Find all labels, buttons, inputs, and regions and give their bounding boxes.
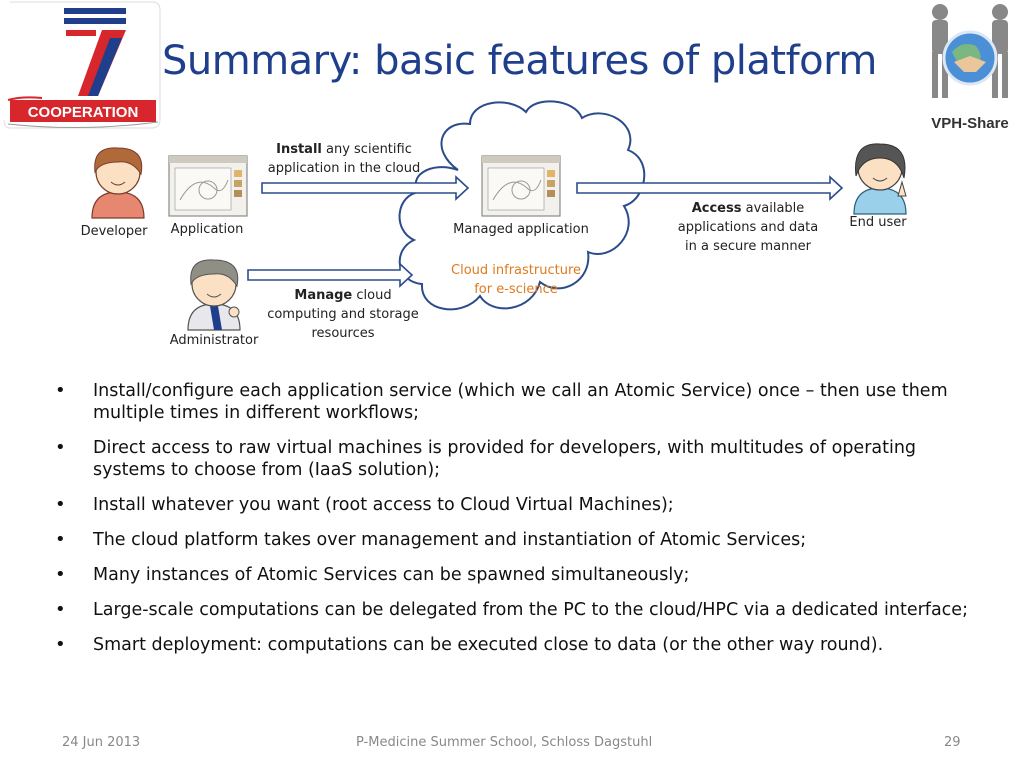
footer-event: P-Medicine Summer School, Schloss Dagstu…: [356, 735, 653, 750]
fp7-cooperation-logo: COOPERATION: [3, 1, 161, 129]
bullet-item: Many instances of Atomic Services can be…: [55, 564, 975, 586]
cloud-infrastructure-label: Cloud infrastructure for e-science: [436, 261, 596, 299]
vph-logo-text: VPH-Share: [931, 115, 1009, 132]
end-user-label: End user: [849, 215, 907, 230]
bullet-item: Direct access to raw virtual machines is…: [55, 437, 975, 481]
page-title: Summary: basic features of platform: [162, 38, 877, 84]
footer-date: 24 Jun 2013: [62, 735, 141, 750]
fp7-logo-text: COOPERATION: [28, 104, 139, 121]
managed-application-label: Managed application: [453, 222, 589, 237]
access-caption-rest-2: applications and data: [677, 220, 819, 235]
feature-bullet-list: Install/configure each application servi…: [55, 380, 975, 669]
access-caption-rest-1: available: [741, 201, 805, 216]
manage-caption-rest-1: cloud: [352, 288, 392, 303]
install-caption: Install any scientific application in th…: [262, 140, 426, 178]
access-caption-rest-3: in a secure manner: [685, 239, 811, 254]
developer-label: Developer: [80, 224, 148, 239]
manage-caption-rest-3: resources: [311, 326, 375, 341]
bullet-item: Install whatever you want (root access t…: [55, 494, 975, 516]
page-number: 29: [944, 735, 961, 750]
cloud-label-line-2: for e-science: [474, 282, 558, 297]
application-window-icon: [168, 155, 248, 217]
access-caption-bold: Access: [691, 201, 742, 216]
developer-avatar-icon: [91, 147, 145, 219]
manage-arrow: [247, 262, 414, 288]
end-user-avatar-icon: [853, 143, 907, 215]
manage-caption: Manage cloud computing and storage resou…: [262, 286, 424, 343]
managed-application-window-icon: [481, 155, 561, 217]
vph-share-logo: VPH-Share: [931, 4, 1009, 132]
bullet-item: Install/configure each application servi…: [55, 380, 975, 424]
platform-diagram: [91, 100, 907, 331]
administrator-label: Administrator: [169, 333, 259, 348]
install-caption-rest-2: application in the cloud: [267, 161, 421, 176]
administrator-avatar-icon: [187, 259, 241, 331]
access-caption: Access available applications and data i…: [672, 199, 824, 256]
bullet-item: Large-scale computations can be delegate…: [55, 599, 975, 621]
bullet-item: Smart deployment: computations can be ex…: [55, 634, 975, 656]
application-label: Application: [170, 222, 244, 237]
manage-caption-bold: Manage: [294, 288, 353, 303]
install-caption-rest-1: any scientific: [321, 142, 412, 157]
install-arrow: [261, 175, 470, 201]
bullet-item: The cloud platform takes over management…: [55, 529, 975, 551]
access-arrow: [576, 175, 844, 201]
cloud-label-line-1: Cloud infrastructure: [451, 263, 581, 278]
install-caption-bold: Install: [276, 142, 322, 157]
manage-caption-rest-2: computing and storage: [267, 307, 419, 322]
